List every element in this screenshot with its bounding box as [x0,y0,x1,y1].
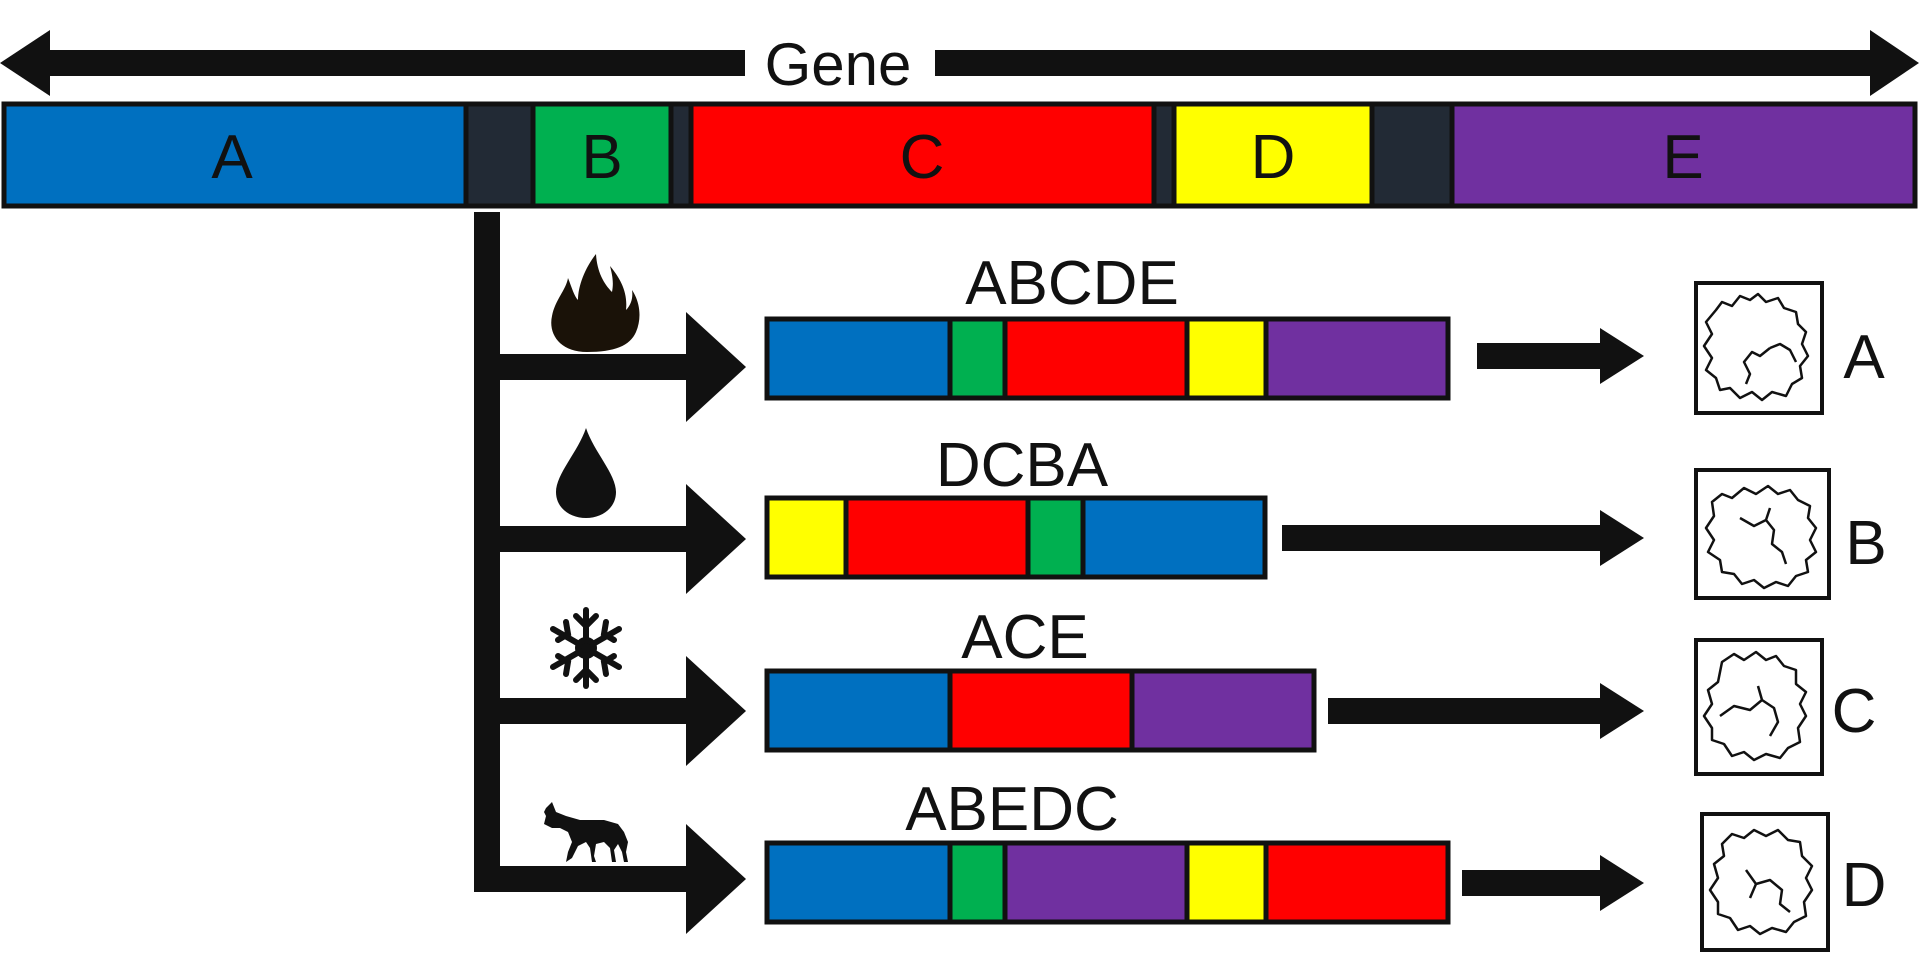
exon-e-label: E [1662,123,1703,192]
transcript-segment-c [947,668,1135,753]
transcript-segment-a [764,316,953,401]
transcript-segment-b [1025,495,1086,580]
branch-arrow-head [686,656,746,766]
exon-d [1171,101,1375,209]
transcript-segment-b [947,316,1008,401]
exon-a-label: A [211,123,253,192]
translation-arrow-head [1600,328,1644,384]
transcript-label: ABEDC [905,775,1119,844]
translation-arrow-shaft [1282,525,1602,551]
protein-label: A [1843,323,1885,392]
gene-label: Gene [765,31,912,98]
condition-row-1: ABCDE A [474,249,1885,422]
transcript-segment-d [764,495,849,580]
exon-a [1,101,469,209]
condition-row-4: ABEDC D [474,775,1887,952]
snowflake-icon [550,607,622,689]
transcript-segment-a [1080,495,1268,580]
protein-label: C [1832,677,1877,746]
protein-label: D [1842,851,1887,920]
protein-label: B [1845,509,1886,578]
protein-structure-icon [1704,484,1818,590]
transcript-label: ABCDE [965,249,1179,318]
condition-row-2: DCBA B [474,428,1887,600]
transcript-label: DCBA [936,431,1109,500]
gene-arrow-right-head [1870,30,1919,96]
gene-arrow-left-shaft [40,50,745,76]
transcript-segment-e [1002,840,1190,925]
exon-d-label: D [1251,123,1296,192]
transcript-segment-c [1002,316,1190,401]
translation-arrow-shaft [1462,870,1602,896]
gene-bar: A B C D E [1,101,1918,209]
branch-arrow-head [686,484,746,594]
transcript-label: ACE [961,603,1088,672]
translation-arrow-head [1600,683,1644,739]
branch-arrow-shaft [474,526,694,552]
transcript-segment-b [947,840,1008,925]
exon-c [688,101,1157,209]
condition-row-3: ACE C [474,603,1877,776]
gene-arrow: Gene [0,30,1919,98]
fire-icon [551,254,640,352]
translation-arrow-shaft [1477,343,1602,369]
branch-arrow-shaft [474,866,694,892]
transcript-segment-a [764,668,953,753]
transcript-segment-e [1129,668,1317,753]
protein-box [1694,281,1824,415]
transcript-segment-d [1184,840,1269,925]
gene-arrow-right-shaft [935,50,1880,76]
protein-box [1694,468,1831,600]
transcript-segment-d [1184,316,1269,401]
protein-structure-icon [1702,650,1808,762]
gene-arrow-left-head [0,30,50,96]
branch-arrow-shaft [474,698,694,724]
transcript-segment-c [1263,840,1451,925]
exon-c-label: C [900,123,945,192]
branch-arrow-head [686,312,746,422]
translation-arrow-head [1600,855,1644,911]
exon-e [1449,101,1918,209]
wolf-icon [544,802,628,862]
protein-box [1694,638,1824,776]
exon-b [530,101,674,209]
exon-b-label: B [581,123,622,192]
translation-arrow-head [1600,510,1644,566]
water-drop-icon [556,428,616,518]
translation-arrow-shaft [1328,698,1602,724]
protein-structure-icon [1702,292,1810,402]
branch-arrow-head [686,824,746,934]
protein-structure-icon [1708,828,1814,936]
transcript-segment-e [1263,316,1451,401]
branch-arrow-shaft [474,354,694,380]
transcript-segment-c [843,495,1031,580]
transcript-segment-a [764,840,953,925]
